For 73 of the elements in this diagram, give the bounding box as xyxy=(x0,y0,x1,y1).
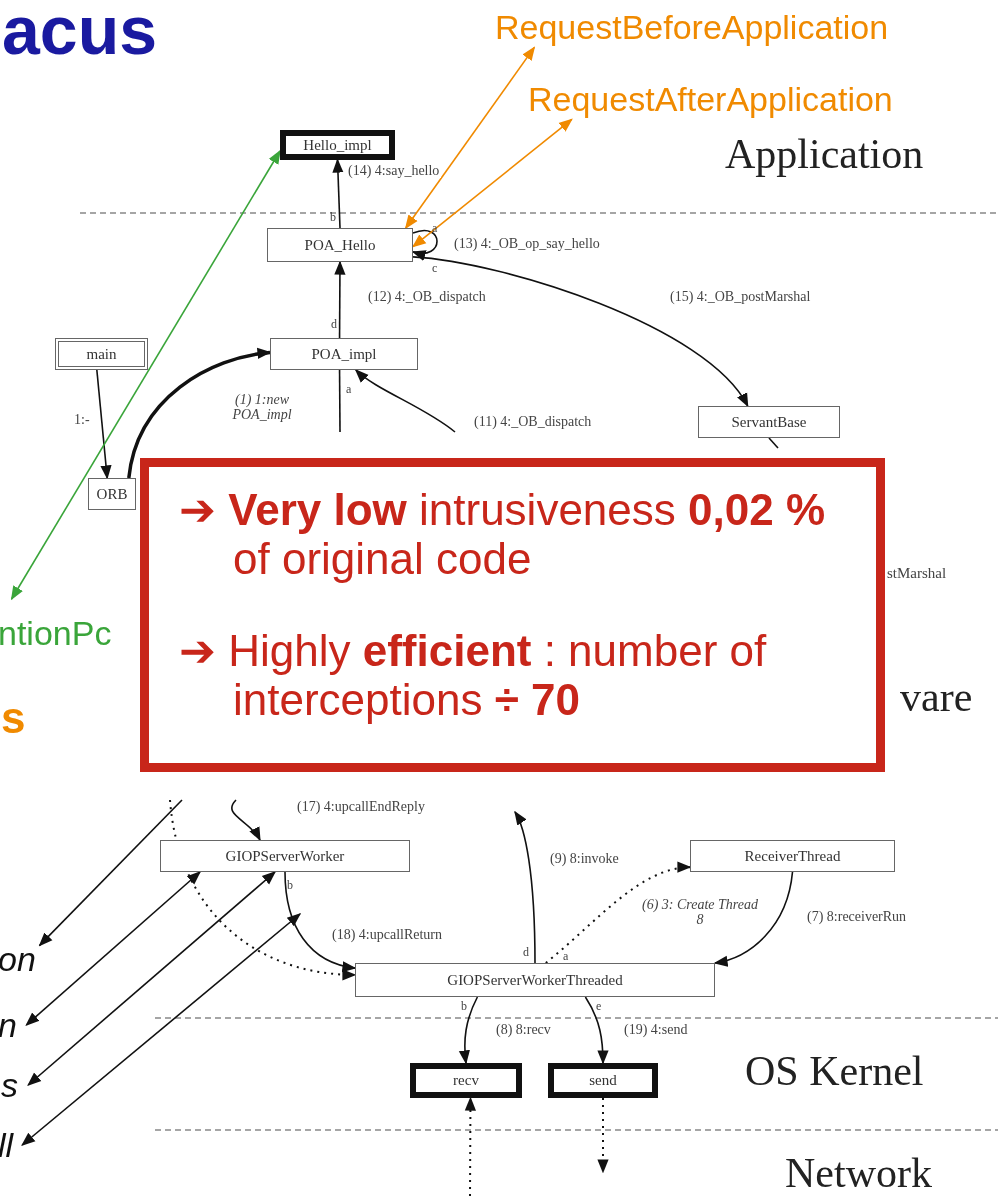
arrow xyxy=(713,871,794,966)
class-box: main xyxy=(55,338,148,370)
arrow xyxy=(404,46,536,230)
edge-label: (17) 4:upcallEndReply xyxy=(295,799,427,815)
bullet-text: ➔ Highly efficient : number of interceptions ÷ 70 xyxy=(179,625,768,725)
layer-label: Network xyxy=(785,1152,932,1194)
summary-panel xyxy=(140,458,885,772)
arrow xyxy=(96,369,112,480)
text-fragment: stMarshal xyxy=(887,566,947,581)
class-box: POA_impl xyxy=(270,338,418,370)
class-box: GIOPServerWorkerThreaded xyxy=(355,963,715,997)
arrow xyxy=(332,158,344,229)
edge-label: (18) 4:upcallReturn xyxy=(330,927,445,943)
class-box: ORB xyxy=(88,478,136,510)
callout-label: ntionPc xyxy=(0,616,112,650)
edge-label: (14) 4:say_hello xyxy=(346,163,442,179)
port-letter: e xyxy=(596,1000,602,1012)
port-letter: a xyxy=(346,383,352,395)
arrow xyxy=(10,149,281,601)
callout-label: RequestAfterApplication xyxy=(528,82,893,116)
arrow xyxy=(354,369,456,433)
layer-label: vare xyxy=(900,676,973,718)
slide-title: acus xyxy=(2,0,157,64)
arrow xyxy=(411,118,573,248)
port-letter: b xyxy=(330,211,336,223)
arrow xyxy=(459,996,479,1065)
callout-label: on xyxy=(0,942,36,976)
callout-label: s xyxy=(1,696,26,740)
class-box: ServantBase xyxy=(698,406,840,438)
arrow xyxy=(127,348,272,479)
loop-arrow xyxy=(411,229,438,260)
class-box: Hello_impl xyxy=(280,130,395,160)
arrow xyxy=(284,871,357,972)
arrow xyxy=(544,862,692,964)
arrow xyxy=(412,256,749,408)
arrow xyxy=(27,871,277,1086)
bullet-text: ➔ Very low intrusiveness 0,02 % of original code xyxy=(179,485,826,584)
port-letter: a xyxy=(432,222,438,234)
class-box: recv xyxy=(410,1063,522,1098)
arrow xyxy=(597,1097,609,1174)
connector-line xyxy=(338,369,341,433)
arrow xyxy=(25,871,202,1026)
edge-label: (12) 4:_OB_dispatch xyxy=(366,289,488,305)
class-box: send xyxy=(548,1063,658,1098)
layer-label: Application xyxy=(725,133,924,175)
class-box: POA_Hello xyxy=(267,228,413,262)
arrow xyxy=(231,799,261,842)
arrow xyxy=(514,810,536,964)
edge-label: (15) 4:_OB_postMarshal xyxy=(668,289,813,305)
port-letter: b xyxy=(287,879,293,891)
layer-label: OS Kernel xyxy=(745,1050,924,1092)
port-letter: b xyxy=(461,1000,467,1012)
callout-label: RequestBeforeApplication xyxy=(495,10,889,44)
arrow xyxy=(21,913,302,1146)
callout-label: s xyxy=(1,1068,18,1102)
edge-label: (7) 8:receiverRun xyxy=(805,909,909,925)
port-letter: d xyxy=(331,318,337,330)
arrow xyxy=(38,799,183,947)
edge-label: (13) 4:_OB_op_say_hello xyxy=(452,236,602,252)
port-letter: c xyxy=(432,262,438,274)
edge-label: (11) 4:_OB_dispatch xyxy=(472,414,594,430)
arrow xyxy=(334,260,346,339)
arrow xyxy=(169,799,357,980)
port-letter: d xyxy=(523,946,529,958)
edge-label: (8) 8:recv xyxy=(494,1022,553,1038)
connector-line xyxy=(768,437,779,449)
arrow xyxy=(464,1096,476,1196)
arrow xyxy=(584,996,609,1065)
edge-label: (9) 8:invoke xyxy=(548,851,621,867)
port-letter: a xyxy=(563,950,569,962)
class-box: GIOPServerWorker xyxy=(160,840,410,872)
edge-label: (19) 4:send xyxy=(622,1022,690,1038)
class-box: ReceiverThread xyxy=(690,840,895,872)
